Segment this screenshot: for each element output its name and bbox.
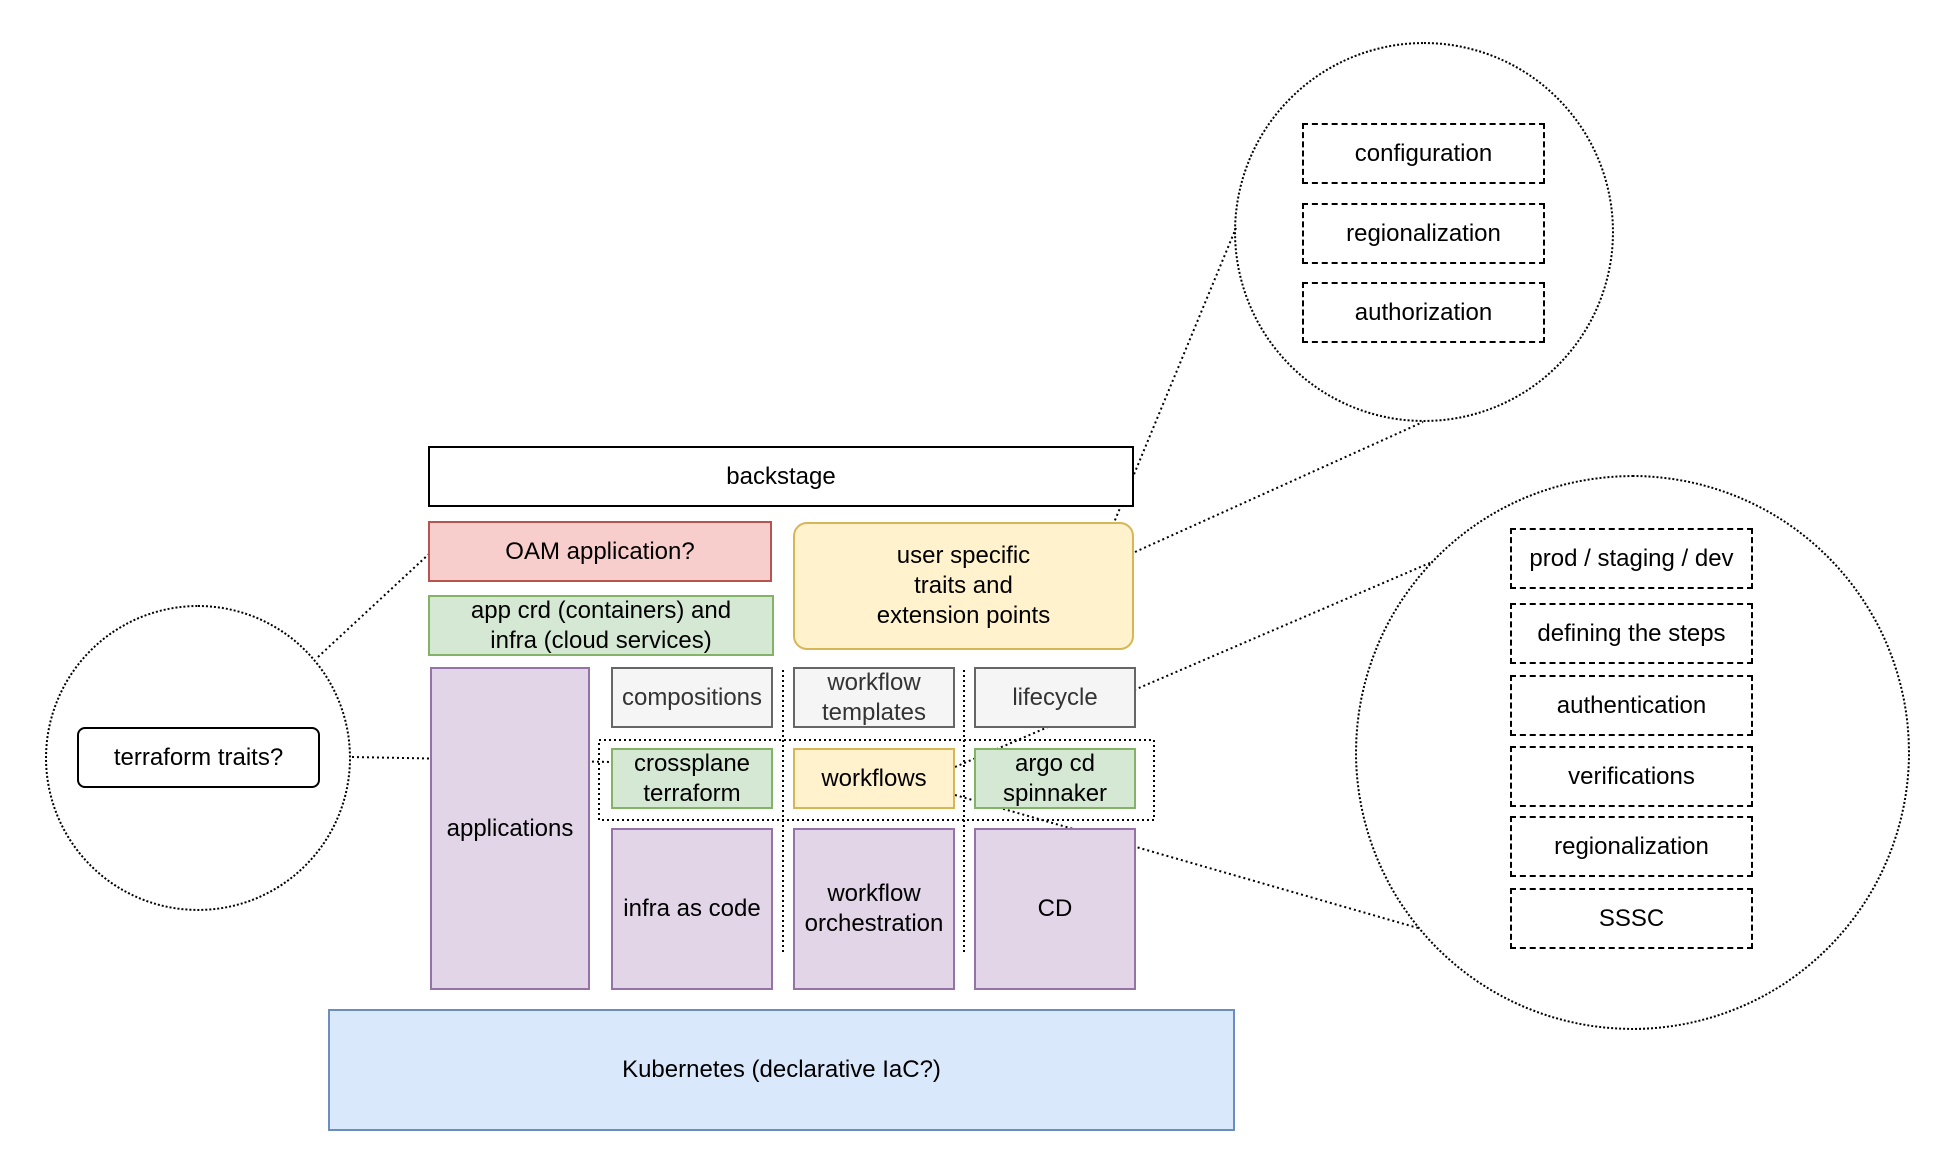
prod-staging-dev-box: prod / staging / dev <box>1510 528 1753 589</box>
backstage-box: backstage <box>428 446 1134 507</box>
compositions-box: compositions <box>611 667 773 728</box>
sssc-box: SSSC <box>1510 888 1753 949</box>
regionalization-box: regionalization <box>1302 203 1545 264</box>
authorization-box: authorization <box>1302 282 1545 343</box>
connector-left-bubble-to-oam <box>317 552 431 658</box>
left-zoom-bubble <box>45 605 351 911</box>
connector-user-traits-to-top-bubble-bottom <box>1134 421 1424 553</box>
right-zoom-bubble <box>1355 475 1910 1030</box>
argo-cd-spinnaker-box: argo cd spinnaker <box>974 748 1136 809</box>
crossplane-terraform-box: crossplane terraform <box>611 748 773 809</box>
infra-as-code-box: infra as code <box>611 828 773 990</box>
regionalization-step-box: regionalization <box>1510 816 1753 877</box>
lifecycle-box: lifecycle <box>974 667 1136 728</box>
user-specific-traits-box: user specific traits and extension point… <box>793 522 1134 650</box>
applications-box: applications <box>430 667 590 990</box>
top-zoom-bubble <box>1234 42 1614 422</box>
app-crd-box: app crd (containers) and infra (cloud se… <box>428 595 774 656</box>
workflow-orchestration-box: workflow orchestration <box>793 828 955 990</box>
authentication-box: authentication <box>1510 675 1753 736</box>
defining-the-steps-box: defining the steps <box>1510 603 1753 664</box>
workflows-box: workflows <box>793 748 955 809</box>
kubernetes-box: Kubernetes (declarative IaC?) <box>328 1009 1235 1131</box>
oam-application-box: OAM application? <box>428 521 772 582</box>
terraform-traits-box: terraform traits? <box>77 727 320 788</box>
workflow-templates-box: workflow templates <box>793 667 955 728</box>
cd-box: CD <box>974 828 1136 990</box>
verifications-box: verifications <box>1510 746 1753 807</box>
configuration-box: configuration <box>1302 123 1545 184</box>
